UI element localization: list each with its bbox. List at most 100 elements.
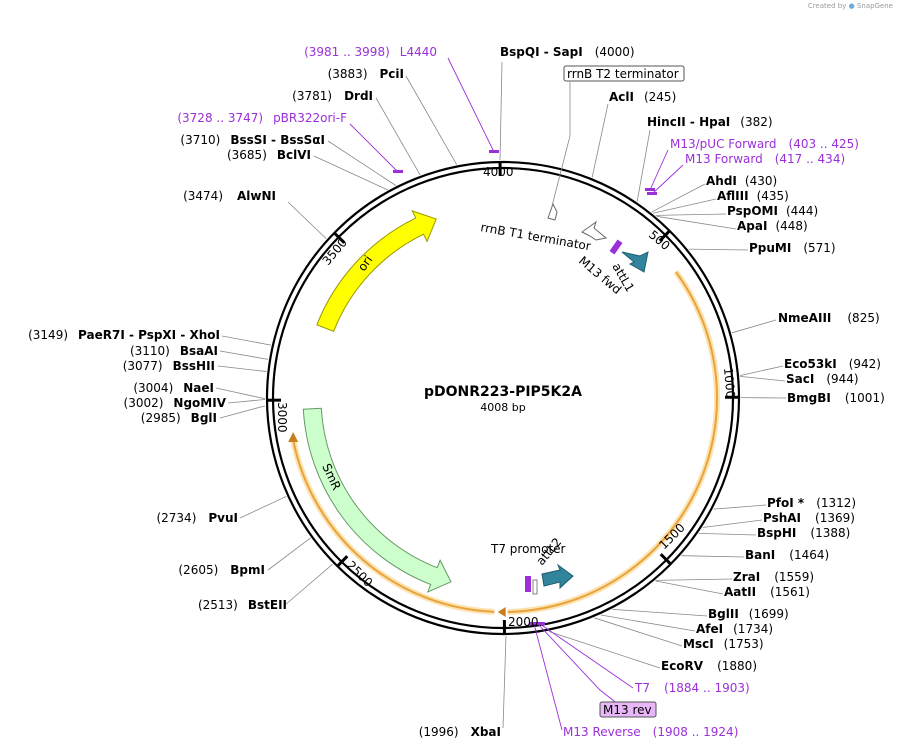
enzyme-pos: (3883) xyxy=(328,67,368,81)
primer-leader xyxy=(533,623,563,731)
enzyme-pos: (825) xyxy=(847,311,879,325)
enzyme-name: BstEII xyxy=(248,598,287,612)
primer-name: M13 Forward xyxy=(685,152,763,166)
plasmid-name: pDONR223-PIP5K2A xyxy=(424,384,582,400)
enzyme-name: AflIII xyxy=(717,189,749,203)
t7-promoter-feature xyxy=(532,579,538,595)
enzyme-leader xyxy=(215,387,266,400)
orf-arc xyxy=(292,439,495,613)
enzyme-pos: (1753) xyxy=(724,637,764,651)
enzyme-pos: (571) xyxy=(803,241,835,255)
enzyme-name: BsaAI xyxy=(180,344,218,358)
svg-text:ApaI(448): ApaI(448) xyxy=(737,219,808,233)
enzyme-name: PaeR7I - PspXI - XhoI xyxy=(78,328,220,342)
enzyme-pos: (3149) xyxy=(28,328,68,342)
enzyme-name: BspHI xyxy=(757,526,796,540)
svg-text:(3077)BssHII: (3077)BssHII xyxy=(123,359,215,373)
m13-fwd-feature xyxy=(609,239,623,255)
svg-text:M13 Forward(417 .. 434): M13 Forward (417 .. 434) xyxy=(685,152,845,166)
enzyme-leader xyxy=(600,614,696,632)
attL1-arrow xyxy=(621,251,649,273)
enzyme-pos: (944) xyxy=(826,372,858,386)
primer-name: L4440 xyxy=(400,45,437,59)
svg-text:AclI(245): AclI(245) xyxy=(609,90,676,104)
enzyme-name: BssHII xyxy=(173,359,215,373)
enzyme-pos: (1734) xyxy=(733,622,773,636)
enzyme-leader xyxy=(548,631,661,669)
enzyme-name: PciI xyxy=(380,67,405,81)
enzyme-pos: (2734) xyxy=(156,511,196,525)
enzyme-name: BssSI - BssSαI xyxy=(230,133,325,147)
enzyme-leader xyxy=(702,519,763,528)
enzyme-name: BglII xyxy=(708,607,739,621)
enzyme-pos: (3685) xyxy=(227,148,267,162)
enzyme-name: ZraI xyxy=(733,570,760,584)
enzyme-leader xyxy=(227,399,266,404)
enzyme-leader xyxy=(655,213,727,216)
feature-leader xyxy=(537,623,629,713)
svg-text:PspOMI(444): PspOMI(444) xyxy=(727,204,818,218)
primer-leader xyxy=(447,57,495,153)
enzyme-leader xyxy=(681,555,745,558)
primer-range: (3981 .. 3998) xyxy=(304,45,390,59)
svg-text:HincII - HpaI(382): HincII - HpaI(382) xyxy=(647,115,773,129)
enzyme-pos: (382) xyxy=(740,115,772,129)
enzyme-name: Eco53kI xyxy=(784,357,837,371)
primer-site xyxy=(529,622,539,625)
enzyme-leader xyxy=(655,580,724,595)
svg-text:(3728 .. 3747)pBR322ori-F: (3728 .. 3747)pBR322ori-F xyxy=(177,111,347,125)
primer-range: (417 .. 434) xyxy=(775,152,845,166)
enzyme-pos: (430) xyxy=(745,174,777,188)
primer-name: T7 xyxy=(634,681,650,695)
enzyme-leader xyxy=(713,504,767,510)
svg-text:BmgBI(1001): BmgBI(1001) xyxy=(787,391,885,405)
enzyme-pos: (2605) xyxy=(178,563,218,577)
svg-text:(3110)BsaAI: (3110)BsaAI xyxy=(130,344,218,358)
enzyme-pos: (2985) xyxy=(141,411,181,425)
svg-text:MscI(1753): MscI(1753) xyxy=(683,637,764,651)
svg-text:BglII(1699): BglII(1699) xyxy=(708,607,789,621)
enzyme-leader xyxy=(502,635,507,729)
enzyme-pos: (435) xyxy=(757,189,789,203)
credit-brand: SnapGene xyxy=(856,2,893,10)
enzyme-pos: (942) xyxy=(849,357,881,371)
enzyme-leader xyxy=(651,183,706,213)
svg-text:(2513)BstEII: (2513) BstEII xyxy=(198,598,287,612)
primer-range: (3728 .. 3747) xyxy=(177,111,263,125)
svg-text:(3981 .. 3998)L4440: (3981 .. 3998) L4440 xyxy=(304,45,437,59)
enzyme-pos: (448) xyxy=(775,219,807,233)
svg-text:Eco53kI(942): Eco53kI (942) xyxy=(784,357,881,371)
orf-arcs xyxy=(288,270,720,617)
enzyme-name: BclVI xyxy=(277,148,311,162)
smr-arrow xyxy=(302,407,452,593)
m13-rev-feature xyxy=(525,576,531,592)
enzyme-name: PvuI xyxy=(208,511,238,525)
svg-text:ZraI(1559): ZraI(1559) xyxy=(733,570,814,584)
tick-label-1000: 1000 xyxy=(721,367,738,399)
svg-text:M13 Reverse(1908 .. 1924): M13 Reverse(1908 .. 1924) xyxy=(563,725,738,739)
enzyme-pos: (2513) xyxy=(198,598,238,612)
enzyme-leader xyxy=(327,140,397,186)
enzyme-leader xyxy=(239,496,287,519)
enzyme-leader xyxy=(217,365,267,372)
svg-text:EcoRV(1880): EcoRV(1880) xyxy=(661,659,757,673)
primer-leader xyxy=(649,149,669,191)
enzyme-leader xyxy=(652,198,717,214)
primer-site xyxy=(647,192,657,195)
enzyme-pos: (3781) xyxy=(292,89,332,103)
tick-marks xyxy=(266,161,740,635)
enzyme-name: AhdI xyxy=(706,174,737,188)
svg-text:SacI(944): SacI(944) xyxy=(786,372,859,386)
svg-text:AatII(1561): AatII(1561) xyxy=(724,585,810,599)
enzyme-pos: (3004) xyxy=(133,381,173,395)
orf-arrowhead xyxy=(288,431,299,442)
enzyme-pos: (1464) xyxy=(789,548,829,562)
enzyme-leader xyxy=(655,578,733,581)
rrnB-t1-terminator-feature xyxy=(581,220,608,241)
enzyme-name: BanI xyxy=(745,548,775,562)
orf-arrowhead xyxy=(497,606,506,617)
primer-site xyxy=(645,188,655,191)
enzyme-leader xyxy=(688,248,749,251)
attL2-arrow xyxy=(541,563,574,590)
